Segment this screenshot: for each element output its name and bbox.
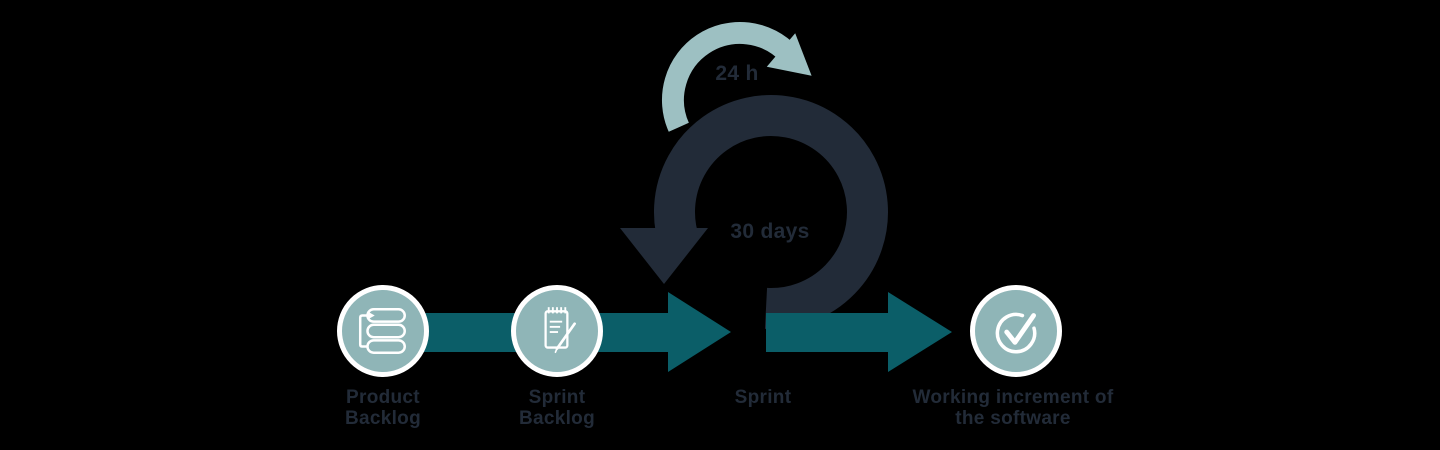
notepad-pencil-icon — [544, 307, 576, 354]
node-label-sprint-backlog: Sprint Backlog — [518, 387, 595, 429]
sprint-loop-label: 30 days — [730, 220, 810, 243]
daily-loop-arc — [661, 21, 798, 132]
node-product-backlog — [337, 285, 429, 377]
sprint-loop-arrowhead — [620, 228, 708, 284]
node-label-sprint: Sprint — [734, 387, 792, 408]
daily-loop-arrowhead — [766, 33, 812, 76]
arrow-sprint-to-increment — [766, 292, 952, 372]
node-sprint-backlog — [511, 285, 603, 377]
check-circle-icon — [995, 312, 1037, 354]
node-label-working-increment: Working increment of the software — [912, 387, 1114, 429]
sprint-loop-arc — [654, 95, 888, 329]
daily-loop-label: 24 h — [715, 62, 759, 85]
backlog-list-icon — [358, 308, 406, 354]
node-working-increment — [970, 285, 1062, 377]
node-label-product-backlog: Product Backlog — [344, 387, 421, 429]
